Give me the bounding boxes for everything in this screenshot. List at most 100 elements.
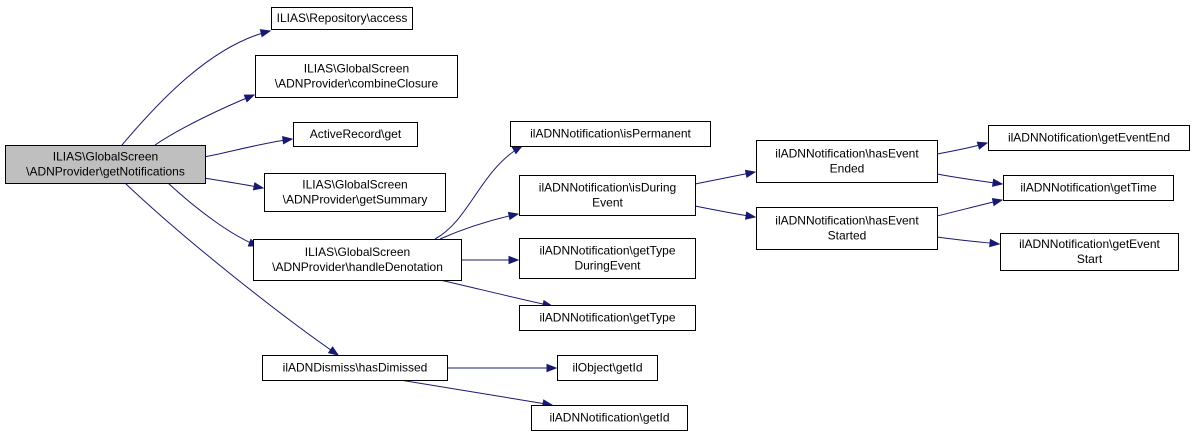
node-label-line: ilADNNotification\getType	[539, 244, 675, 258]
node-label-line: ilADNDismiss\hasDimissed	[283, 361, 428, 375]
edge-line	[121, 30, 271, 146]
edge-has_event_ended-to-get_time	[936, 173, 1004, 187]
node-ilobject-getid[interactable]: ilObject\getId	[557, 355, 658, 381]
node-label-line: ILIAS\GlobalScreen	[304, 62, 409, 76]
edge-line	[399, 379, 553, 406]
node-label-line: ActiveRecord\get	[310, 127, 402, 141]
node-box	[293, 122, 418, 147]
edge-handle_denotation-to-get_type	[439, 279, 554, 309]
arrowhead-icon	[507, 211, 520, 221]
arrowhead-icon	[976, 141, 989, 150]
arrowhead-icon	[508, 255, 520, 265]
node-label-line: ilADNNotification\getType	[539, 311, 675, 325]
node-label-line: \ADNProvider\handleDenotation	[272, 260, 443, 274]
arrowhead-icon	[991, 197, 1004, 207]
arrowhead-icon	[243, 94, 256, 103]
arrowhead-icon	[992, 178, 1004, 187]
node-box	[519, 305, 696, 331]
node-box	[271, 7, 413, 30]
edge-is_during_event-to-has_event_started	[694, 205, 757, 220]
node-label-line: ILIAS\GlobalScreen	[305, 245, 410, 259]
node-label-line: ilADNNotification\getEvent	[1019, 237, 1160, 251]
node-label-line: ilADNNotification\isPermanent	[530, 127, 691, 141]
node-label-line: Ended	[830, 162, 865, 176]
node-get-event-end[interactable]: ilADNNotification\getEventEnd	[988, 125, 1190, 151]
node-label-line: \ADNProvider\combineClosure	[275, 77, 439, 91]
node-label-line: ilADNNotification\hasEvent	[775, 214, 919, 228]
node-adn-getid[interactable]: ilADNNotification\getId	[531, 405, 688, 431]
arrowhead-icon	[252, 182, 265, 191]
edge-root-to-combine_closure	[154, 94, 256, 146]
node-label-line: Event	[592, 196, 623, 210]
arrowhead-icon	[259, 29, 272, 38]
node-box	[262, 355, 448, 381]
node-box	[5, 145, 206, 184]
node-label-line: ILIAS\GlobalScreen	[53, 150, 158, 164]
node-combine-closure[interactable]: ILIAS\GlobalScreen\ADNProvider\combineCl…	[255, 55, 458, 98]
arrowhead-icon	[511, 145, 524, 155]
node-label-line: Start	[1077, 252, 1103, 266]
node-box	[255, 55, 458, 98]
edge-root-to-has_dimissed	[124, 182, 340, 356]
edge-has_event_ended-to-get_event_end	[936, 141, 989, 155]
node-label-line: ILIAS\Repository\access	[277, 11, 408, 25]
node-repo-access[interactable]: ILIAS\Repository\access	[271, 7, 413, 30]
node-box	[1003, 175, 1174, 201]
node-label-line: ILIAS\GlobalScreen	[302, 178, 407, 192]
edge-line	[167, 182, 259, 247]
node-label-line: ilADNNotification\hasEvent	[775, 147, 919, 161]
node-box	[264, 173, 446, 212]
edge-line	[439, 279, 553, 307]
arrowhead-icon	[744, 211, 757, 220]
nodes-layer: ILIAS\GlobalScreen\ADNProvider\getNotifi…	[5, 7, 1190, 431]
node-box	[557, 355, 658, 381]
edge-handle_denotation-to-is_permanent	[434, 145, 524, 240]
edge-has_event_started-to-get_time	[936, 197, 1004, 217]
edge-line	[154, 94, 255, 146]
node-get-type[interactable]: ilADNNotification\getType	[519, 305, 696, 331]
edge-line	[936, 199, 1003, 217]
node-box	[253, 239, 462, 281]
node-ar-get[interactable]: ActiveRecord\get	[293, 122, 418, 147]
node-is-permanent[interactable]: ilADNNotification\isPermanent	[510, 121, 711, 147]
node-box	[756, 207, 938, 250]
node-box	[1000, 233, 1179, 271]
edge-line	[203, 138, 293, 158]
node-has-dimissed[interactable]: ilADNDismiss\hasDimissed	[262, 355, 448, 381]
arrowhead-icon	[546, 363, 558, 373]
edge-line	[434, 145, 523, 240]
node-root[interactable]: ILIAS\GlobalScreen\ADNProvider\getNotifi…	[5, 145, 206, 184]
edge-root-to-ar_get	[203, 136, 294, 158]
node-label-line: ilADNNotification\getId	[549, 411, 669, 425]
arrowhead-icon	[282, 136, 294, 145]
node-box	[531, 405, 688, 431]
node-label-line: ilObject\getId	[572, 361, 642, 375]
node-label-line: \ADNProvider\getNotifications	[26, 165, 185, 179]
node-label-line: ilADNNotification\getTime	[1020, 181, 1157, 195]
arrowhead-icon	[989, 238, 1001, 248]
node-label-line: \ADNProvider\getSummary	[283, 193, 428, 207]
node-box	[988, 125, 1190, 151]
node-box	[519, 175, 696, 216]
node-get-time[interactable]: ilADNNotification\getTime	[1003, 175, 1174, 201]
edge-root-to-repo_access	[121, 29, 272, 146]
edge-line	[124, 182, 339, 356]
edge-has_event_started-to-get_event_start	[936, 236, 1001, 248]
node-box	[756, 140, 938, 183]
arrowhead-icon	[744, 169, 757, 179]
node-label-line: ilADNNotification\isDuring	[539, 181, 676, 195]
edge-root-to-handle_denotation	[167, 182, 260, 247]
node-handle-denotation[interactable]: ILIAS\GlobalScreen\ADNProvider\handleDen…	[253, 239, 462, 281]
node-label-line: DuringEvent	[574, 259, 641, 273]
edge-has_dimissed-to-ilobject_getid	[447, 363, 558, 373]
edge-handle_denotation-to-get_type_during_event	[461, 255, 520, 265]
edge-is_during_event-to-has_event_ended	[694, 169, 757, 185]
edge-line	[936, 173, 1003, 185]
node-get-summary[interactable]: ILIAS\GlobalScreen\ADNProvider\getSummar…	[264, 173, 446, 212]
